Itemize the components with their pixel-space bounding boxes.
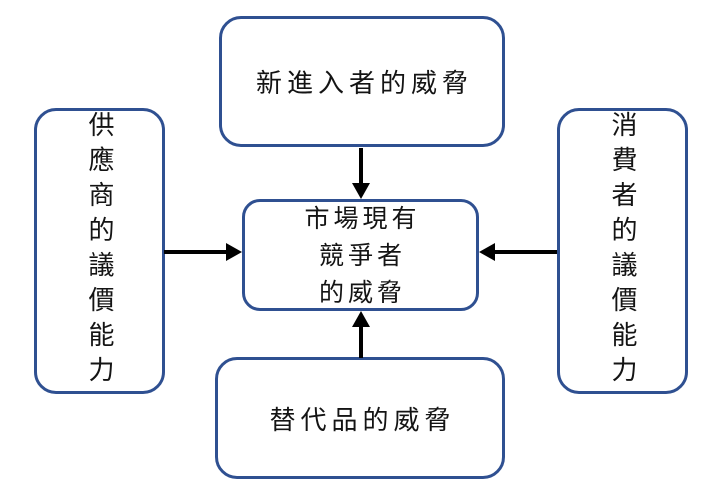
arrow-right-head-icon [226,243,242,261]
box-substitutes: 替代品的威脅 [215,357,505,479]
arrow-top-shaft [359,148,363,186]
box-existing-competitors: 市場現有 競爭者 的威脅 [242,199,479,311]
box-existing-competitors-label: 市場現有 競爭者 的威脅 [300,200,420,311]
arrow-left-shaft [164,250,227,254]
box-supplier-power-label: 供應商的議價能力 [84,111,114,391]
box-buyer-power-label: 消費者的議價能力 [607,111,637,391]
center-label-line-3: 的威脅 [318,277,406,307]
box-new-entrants: 新進入者的威脅 [219,16,505,147]
arrow-down-head-icon [352,183,370,199]
box-new-entrants-label: 新進入者的威脅 [255,69,473,99]
arrow-right-shaft [494,250,557,254]
arrow-up-head-icon [352,311,370,327]
box-supplier-power: 供應商的議價能力 [34,108,165,394]
box-substitutes-label: 替代品的威脅 [269,405,456,436]
center-label-line-1: 市場現有 [304,203,421,233]
arrow-left-head-icon [479,243,495,261]
box-buyer-power: 消費者的議價能力 [557,108,688,394]
arrow-bottom-shaft [359,325,363,358]
center-label-line-2: 競爭者 [318,240,406,270]
